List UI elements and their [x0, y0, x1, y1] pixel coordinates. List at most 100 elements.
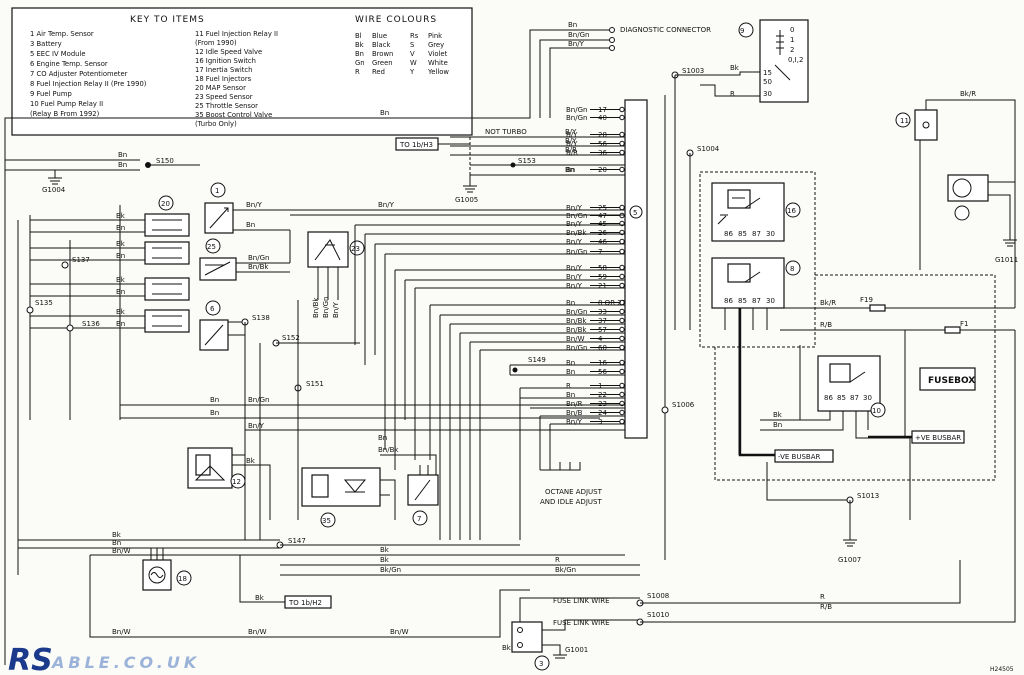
- module-pin-connector: [619, 248, 625, 255]
- wire-label: Bn/Y: [248, 422, 265, 430]
- wire-label: Bn: [116, 288, 125, 296]
- wire-label: Bn/W: [112, 547, 131, 555]
- wc-code: Bl: [355, 32, 362, 40]
- wire-label: Bk/Gn: [555, 566, 576, 574]
- wire-label: Bn: [380, 109, 389, 117]
- relay-pin: 87: [850, 394, 859, 402]
- relay-pin: 86: [724, 230, 733, 238]
- wc-name: White: [428, 59, 448, 67]
- wc-code: Gn: [355, 59, 365, 67]
- wire-label: Bn/W: [390, 628, 409, 636]
- splice-s135: S135: [35, 299, 53, 307]
- splice-s1003: S1003: [682, 67, 704, 75]
- diagnostic-connector: Bn Bn/Gn Bn/Y DIAGNOSTIC CONNECTOR: [470, 21, 711, 119]
- relay-pin: 86: [724, 297, 733, 305]
- component-18-label: 20: [161, 200, 170, 208]
- wire-label: Bn: [568, 21, 577, 29]
- wire-label: Bn/Bk: [248, 263, 269, 271]
- fusebox: FUSEBOX F19 Bk/R F1 R/B: [714, 175, 1016, 520]
- component-1-air-temp-sensor: 1 Bn/Y Bn Bn/Y: [204, 182, 625, 234]
- module-pin-connector: [619, 344, 625, 351]
- splice-s1010: S1008: [647, 592, 669, 600]
- wire-label: Bn: [210, 396, 219, 404]
- module-wire-label: Bn/Gn: [566, 248, 587, 256]
- wire-label: Bk: [246, 457, 256, 465]
- module-wire-label: Bn: [566, 166, 575, 174]
- module-wire-label: Bn/Gn: [566, 106, 587, 114]
- module-pin-connector: [619, 382, 625, 389]
- key-item: 20 MAP Sensor: [195, 84, 246, 92]
- splice-s149: S149: [528, 356, 546, 364]
- component-1-label: 1: [215, 187, 219, 195]
- wc-code: Rs: [410, 32, 419, 40]
- component-25-throttle-sensor: 25 Bn/Gn Bn/Bk: [199, 238, 290, 281]
- idle-adjust-label: AND IDLE ADJUST: [540, 498, 602, 506]
- fuse-link-wires: FUSE LINK WIRE FUSE LINK WIRE S1008 S101…: [553, 330, 1016, 627]
- relay-pin: 87: [752, 230, 761, 238]
- component-18-injectors: 20 Bk Bn Bk Bn Bk Bn Bk Bn: [30, 195, 190, 333]
- module-pin-connector: [619, 273, 625, 280]
- wire-label: Bn: [112, 539, 121, 547]
- key-item: 1 Air Temp. Sensor: [30, 30, 94, 38]
- module-wire-label: Bn/Y: [566, 418, 583, 426]
- module-wire-label: B/Y: [566, 140, 578, 148]
- wc-name: Blue: [372, 32, 387, 40]
- ground-g1001: G1001: [565, 646, 588, 654]
- wire-label: Bn/Y: [568, 40, 585, 48]
- module-pin-connector: [619, 114, 625, 121]
- wire-label: Bn: [116, 320, 125, 328]
- wc-name: Green: [372, 59, 393, 67]
- wire-label: Bk: [112, 531, 122, 539]
- key-item: 7 CO Adjuster Potentiometer: [30, 70, 128, 78]
- component-9-fuel-pump: 35 9 9 G1011: [947, 174, 1018, 264]
- wire-label: Bk/Gn: [380, 566, 401, 574]
- splice-s150: S150: [156, 157, 174, 165]
- component-25-label: 25: [207, 243, 216, 251]
- module-pin-connector: [619, 335, 625, 342]
- wc-code: R: [355, 68, 360, 76]
- component-35-label: 35: [322, 517, 331, 525]
- module-pin-connector: [619, 308, 625, 315]
- splice-s136: S136: [82, 320, 100, 328]
- relay-pin: 86: [824, 394, 833, 402]
- wc-code: Y: [409, 68, 415, 76]
- key-item: 6 Engine Temp. Sensor: [30, 60, 108, 68]
- fuse-link-1: FUSE LINK WIRE: [553, 597, 610, 605]
- wire-label: Bn/Gn: [568, 31, 589, 39]
- wire-label: Bk: [380, 556, 390, 564]
- module-pin-connector: [619, 317, 625, 324]
- ground-g1004-group: S150 Bn Bn G1004: [5, 151, 200, 194]
- wire-label: R: [555, 556, 560, 564]
- relay-pin: 85: [837, 394, 846, 402]
- fuse-f19: F19: [860, 296, 873, 304]
- component-17-label: 11: [900, 117, 909, 125]
- module-wire-label: R: [566, 382, 571, 390]
- key-item: 10 Fuel Pump Relay II: [30, 100, 103, 108]
- wire-label: R: [820, 593, 825, 601]
- component-10-fuel-pump-relay: 10 86 85 87 30 Bk Bn +VE BUSBAR: [760, 345, 965, 444]
- key-item: 35 Boost Control Valve: [195, 111, 272, 119]
- module-wire-label: Bn: [566, 359, 575, 367]
- key-item: 25 Throttle Sensor: [195, 102, 258, 110]
- ground-g1004: G1004: [42, 186, 66, 194]
- relay-pin: 85: [738, 297, 747, 305]
- to-1b-h3: TO 1b/H3 NOT TURBO B/Y B/Y B/R S153 G100…: [395, 128, 625, 204]
- to-1b-h2-label: TO 1b/H2: [288, 599, 322, 607]
- component-7-label: 7: [417, 515, 421, 523]
- wire-label: Bn: [565, 166, 574, 174]
- module-pin-connector: [619, 238, 625, 245]
- module-pin-connector: [619, 282, 625, 289]
- wire-label: Bn/Gn: [322, 297, 330, 318]
- wire-label: Bk: [773, 411, 783, 419]
- ign-pin-15: 15: [763, 69, 772, 77]
- ign-pin-50: 50: [763, 78, 772, 86]
- module-wire-label: Bn/Gn: [566, 114, 587, 122]
- diagnostic-label: DIAGNOSTIC CONNECTOR: [620, 26, 711, 34]
- wire-colours-title: WIRE COLOURS: [355, 15, 437, 25]
- wire-label: Bk: [116, 276, 126, 284]
- component-16-ignition-switch: 9 0 1 2 0,I,2 15 50 30: [738, 19, 809, 103]
- wire-label: Bk: [380, 546, 390, 554]
- to-1b-h3-label: TO 1b/H3: [399, 141, 433, 149]
- key-item: (Relay B From 1992): [30, 110, 100, 118]
